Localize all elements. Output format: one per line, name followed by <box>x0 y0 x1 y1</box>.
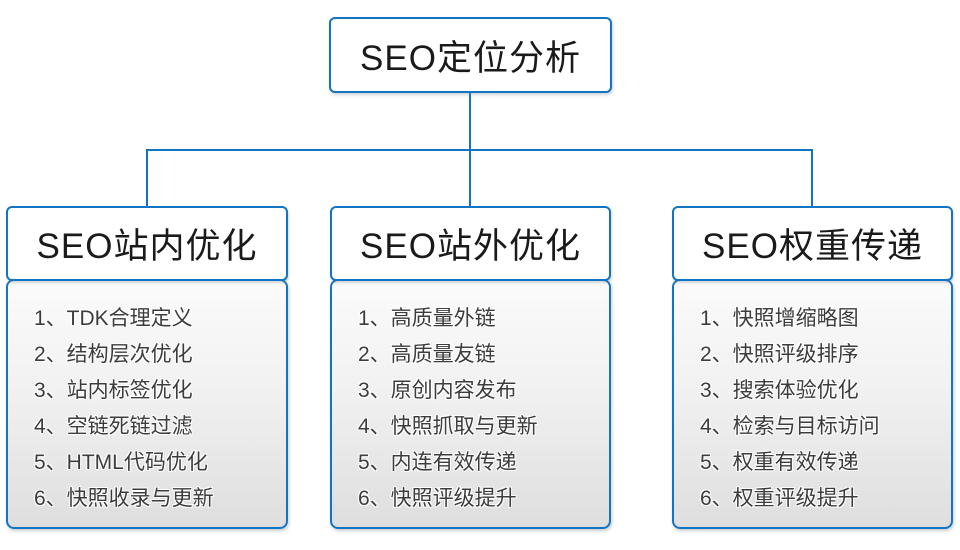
connector-branch-bar <box>146 149 813 151</box>
list-item: 3、搜索体验优化 <box>700 379 859 402</box>
branch-node-weight: SEO权重传递 <box>672 206 953 281</box>
list-item: 2、高质量友链 <box>358 343 496 366</box>
branch-node-weight-title: SEO权重传递 <box>702 227 923 266</box>
branch-list-offsite: 1、高质量外链 2、高质量友链 3、原创内容发布 4、快照抓取与更新 5、内连有… <box>330 279 611 529</box>
list-item: 3、原创内容发布 <box>358 379 517 402</box>
root-node: SEO定位分析 <box>329 17 612 93</box>
list-item: 4、空链死链过滤 <box>34 415 193 438</box>
branch-node-onsite: SEO站内优化 <box>6 206 288 281</box>
list-item: 6、快照收录与更新 <box>34 487 214 510</box>
list-item: 6、快照评级提升 <box>358 487 517 510</box>
list-item: 1、快照增缩略图 <box>700 307 859 330</box>
root-node-title: SEO定位分析 <box>360 38 581 78</box>
branch-node-offsite: SEO站外优化 <box>330 206 611 281</box>
connector-drop-right <box>811 149 813 206</box>
connector-drop-middle <box>469 149 471 206</box>
list-item: 4、检索与目标访问 <box>700 415 880 438</box>
list-item: 1、TDK合理定义 <box>34 307 193 330</box>
list-item: 6、权重评级提升 <box>700 487 859 510</box>
list-item: 3、站内标签优化 <box>34 379 193 402</box>
list-item: 5、内连有效传递 <box>358 451 517 474</box>
branch-node-onsite-title: SEO站内优化 <box>36 227 258 266</box>
list-item: 5、权重有效传递 <box>700 451 859 474</box>
list-item: 2、结构层次优化 <box>34 343 193 366</box>
connector-drop-left <box>146 149 148 206</box>
connector-root-stem <box>469 93 471 150</box>
branch-list-onsite: 1、TDK合理定义 2、结构层次优化 3、站内标签优化 4、空链死链过滤 5、H… <box>6 279 288 529</box>
list-item: 2、快照评级排序 <box>700 343 859 366</box>
list-item: 4、快照抓取与更新 <box>358 415 538 438</box>
branch-list-weight: 1、快照增缩略图 2、快照评级排序 3、搜索体验优化 4、检索与目标访问 5、权… <box>672 279 953 529</box>
list-item: 5、HTML代码优化 <box>34 451 208 474</box>
branch-node-offsite-title: SEO站外优化 <box>360 227 581 266</box>
list-item: 1、高质量外链 <box>358 307 496 330</box>
